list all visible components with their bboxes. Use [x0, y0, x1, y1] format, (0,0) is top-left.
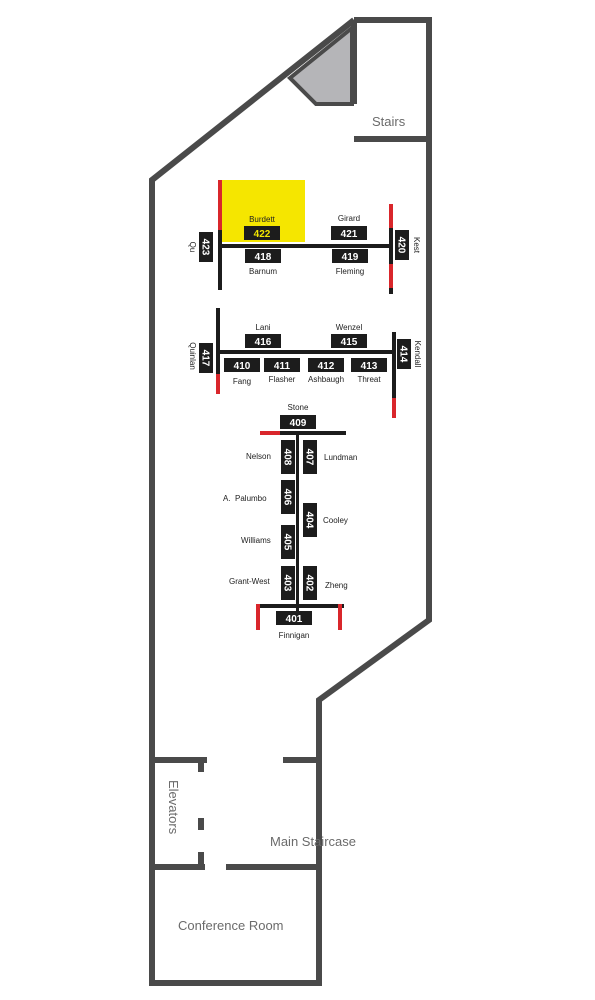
desk-cluster-south — [256, 431, 346, 630]
desk-cluster-middle — [216, 308, 396, 418]
office-badge-413[interactable]: 413 — [351, 358, 387, 372]
office-number-406: 406 — [282, 489, 293, 506]
office-name-412: Ashbaugh — [308, 375, 344, 384]
office-badge-417[interactable]: 417 — [199, 343, 213, 373]
office-number-418: 418 — [255, 252, 272, 263]
office-badge-412[interactable]: 412 — [308, 358, 344, 372]
office-number-409: 409 — [290, 418, 307, 429]
office-name-417: Quinlan — [188, 342, 197, 370]
office-name-406: A. Palumbo — [223, 494, 267, 503]
office-name-421: Girard — [338, 214, 360, 223]
office-badge-414[interactable]: 414 — [397, 339, 411, 369]
office-name-420: Kest — [412, 237, 421, 254]
office-badge-416[interactable]: 416 — [245, 334, 281, 348]
office-number-410: 410 — [234, 361, 251, 372]
office-badge-406[interactable]: 406 — [281, 480, 295, 514]
office-number-401: 401 — [286, 614, 303, 625]
office-badge-402[interactable]: 402 — [303, 566, 317, 600]
office-badge-405[interactable]: 405 — [281, 525, 295, 559]
office-badge-403[interactable]: 403 — [281, 566, 295, 600]
office-number-403: 403 — [282, 575, 293, 592]
building-walls — [149, 17, 432, 986]
office-number-419: 419 — [342, 252, 359, 263]
office-badge-420[interactable]: 420 — [395, 230, 409, 260]
office-name-422: Burdett — [249, 215, 276, 224]
office-name-410: Fang — [233, 377, 251, 386]
office-number-423: 423 — [200, 239, 211, 256]
office-badge-421[interactable]: 421 — [331, 226, 367, 240]
office-badge-408[interactable]: 408 — [281, 440, 295, 474]
office-name-401: Finnigan — [279, 631, 310, 640]
office-badge-401[interactable]: 401 — [276, 611, 312, 625]
main-staircase-label: Main Staircase — [270, 834, 356, 849]
office-name-414: Kendall — [413, 341, 422, 368]
office-badge-422[interactable]: 422 — [244, 226, 280, 240]
office-badge-404[interactable]: 404 — [303, 503, 317, 537]
office-number-402: 402 — [304, 575, 315, 592]
office-name-416: Lani — [255, 323, 270, 332]
office-badge-407[interactable]: 407 — [303, 440, 317, 474]
office-badge-409[interactable]: 409 — [280, 415, 316, 429]
office-number-405: 405 — [282, 534, 293, 551]
office-badge-415[interactable]: 415 — [331, 334, 367, 348]
office-badge-411[interactable]: 411 — [264, 358, 300, 372]
office-badge-423[interactable]: 423 — [199, 232, 213, 262]
office-number-422: 422 — [254, 229, 271, 240]
office-number-407: 407 — [304, 449, 315, 466]
office-name-419: Fleming — [336, 267, 364, 276]
office-number-414: 414 — [398, 346, 409, 363]
office-name-402: Zheng — [325, 581, 348, 590]
office-number-416: 416 — [255, 337, 272, 348]
office-name-423: Qu — [188, 242, 197, 253]
office-name-408: Nelson — [246, 452, 271, 461]
office-number-415: 415 — [341, 337, 358, 348]
office-badge-418[interactable]: 418 — [245, 249, 281, 263]
office-name-411: Flasher — [269, 375, 296, 384]
stairwell-shading — [287, 23, 354, 106]
office-number-408: 408 — [282, 449, 293, 466]
office-name-405: Williams — [241, 536, 271, 545]
conference-room-label: Conference Room — [178, 918, 284, 933]
office-name-413: Threat — [357, 375, 381, 384]
office-number-417: 417 — [200, 350, 211, 367]
office-badge-410[interactable]: 410 — [224, 358, 260, 372]
office-number-413: 413 — [361, 361, 378, 372]
office-number-420: 420 — [396, 237, 407, 254]
office-name-404: Cooley — [323, 516, 348, 525]
stairs-label: Stairs — [372, 114, 406, 129]
office-badge-419[interactable]: 419 — [332, 249, 368, 263]
office-name-418: Barnum — [249, 267, 277, 276]
office-name-407: Lundman — [324, 453, 357, 462]
elevators-label: Elevators — [166, 780, 181, 835]
office-number-411: 411 — [274, 361, 291, 372]
office-number-412: 412 — [318, 361, 335, 372]
office-number-421: 421 — [341, 229, 358, 240]
office-name-409: Stone — [288, 403, 309, 412]
desk-cluster-north — [218, 180, 393, 294]
office-name-415: Wenzel — [336, 323, 363, 332]
office-name-403: Grant-West — [229, 577, 271, 586]
office-number-404: 404 — [304, 512, 315, 529]
